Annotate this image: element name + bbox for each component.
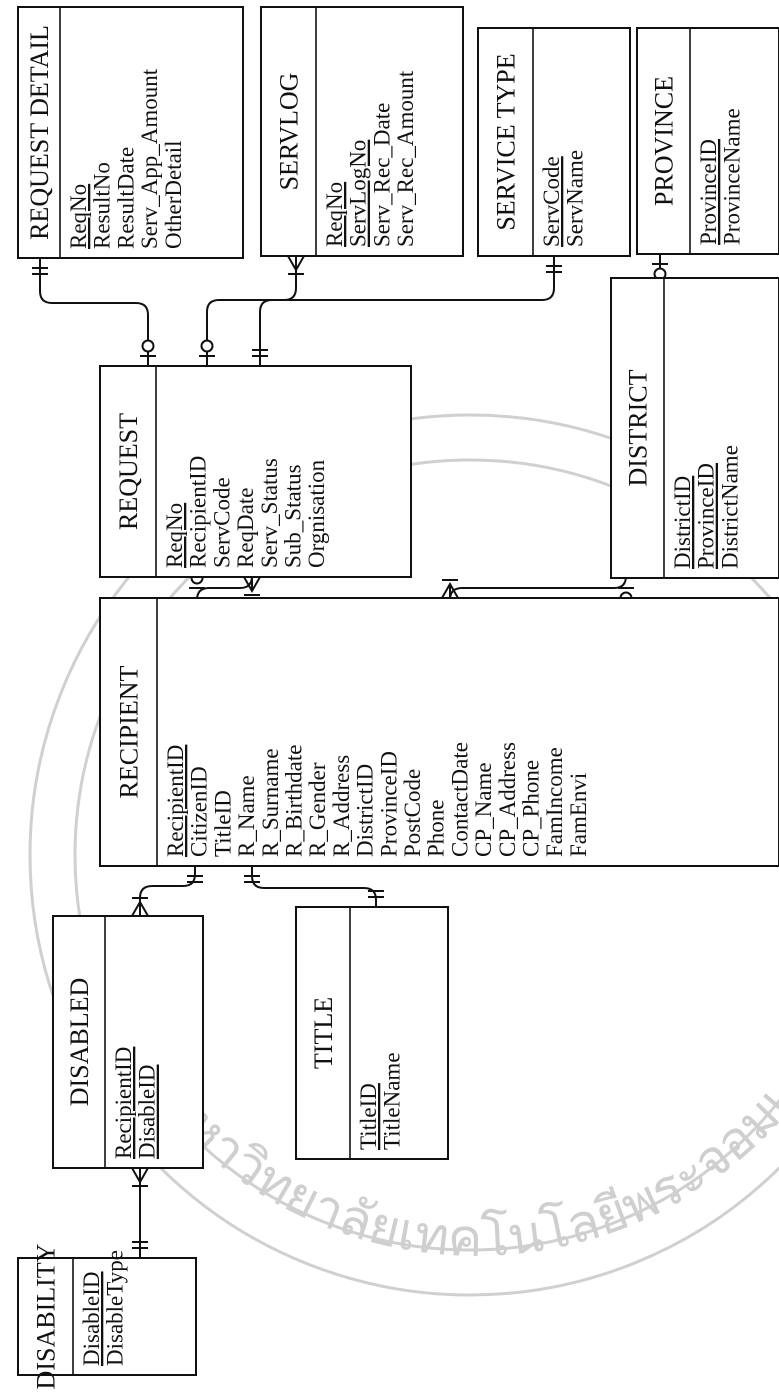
entity-attribute: DistrictID bbox=[353, 764, 378, 857]
entity-attribute: Orgnisation bbox=[304, 459, 329, 568]
entity-attribute: CP_Name bbox=[471, 762, 496, 857]
entity-title: DISTRICT bbox=[624, 369, 653, 486]
entity-title: DISABLED bbox=[65, 978, 94, 1107]
entity-attribute: DisableID bbox=[79, 1271, 104, 1366]
cardinality-zero-circle bbox=[202, 341, 213, 352]
entity-attribute: CitizenID bbox=[187, 766, 212, 857]
entity-attribute: Serv_Status bbox=[257, 458, 282, 568]
entity-attribute: Phone bbox=[424, 800, 449, 858]
entity-attribute: FamIncome bbox=[542, 747, 567, 857]
entity-title: PROVINCE bbox=[650, 76, 679, 206]
entity-title: SERVLOG bbox=[275, 73, 304, 191]
entity-attribute: R_Surname bbox=[258, 748, 283, 857]
entity-request: REQUEST ReqNoRecipientIDServCodeReqDateSe… bbox=[100, 366, 411, 577]
entity-attribute: R_Gender bbox=[305, 762, 330, 857]
relationship-line bbox=[40, 258, 148, 366]
entity-attribute: ContactDate bbox=[447, 742, 472, 857]
entity-title: RECIPIENT bbox=[115, 665, 144, 798]
cardinality-zero-circle bbox=[143, 341, 154, 352]
entity-title: TITLE bbox=[309, 997, 338, 1069]
entity-attribute: DisableType bbox=[103, 1250, 128, 1366]
relationship-line bbox=[252, 866, 376, 907]
entity-title: REQUEST DETAIL bbox=[25, 25, 54, 240]
entity-attribute: ReqNo bbox=[322, 182, 347, 247]
entity-attribute: ProvinceID bbox=[376, 751, 401, 857]
entity-attribute: FamEnvi bbox=[566, 773, 591, 857]
entity-request-detail: REQUEST DETAIL ReqNoResultNoResultDateSer… bbox=[18, 7, 243, 258]
entity-attribute: Serv_Rec_Amount bbox=[393, 70, 418, 247]
entity-recipient: RECIPIENT RecipientIDCitizenIDTitleIDR_Na… bbox=[100, 598, 779, 866]
entity-title: DISABILITY bbox=[32, 1243, 61, 1389]
entity-attribute: ReqDate bbox=[233, 488, 258, 568]
relationship-servlog-request bbox=[199, 256, 304, 366]
entity-attribute: ServCode bbox=[539, 156, 564, 247]
entity-attribute: ReqNo bbox=[162, 503, 187, 568]
entity-attribute: TitleID bbox=[210, 790, 235, 857]
relationship-recipient-title bbox=[244, 866, 384, 907]
entity-attribute: ProvinceID bbox=[694, 463, 719, 569]
entity-attribute: DistrictID bbox=[670, 476, 695, 569]
entity-attribute: RecipientID bbox=[111, 1047, 136, 1159]
relationship-service-type-request bbox=[252, 256, 562, 366]
entity-attribute: OtherDetail bbox=[161, 140, 186, 249]
relationship-request-detail-request bbox=[32, 258, 156, 366]
relationship-line bbox=[140, 866, 195, 916]
entity-attribute: CP_Phone bbox=[519, 760, 544, 857]
entity-attribute: ReqNo bbox=[66, 184, 91, 249]
entity-attribute: ServCode bbox=[209, 477, 234, 568]
entity-attribute: PostCode bbox=[400, 769, 425, 857]
entity-attribute: ProvinceName bbox=[720, 108, 745, 245]
entity-servlog: SERVLOG ReqNoServLogNoServ_Rec_DateServ_R… bbox=[261, 7, 463, 256]
entity-attribute: RecipientID bbox=[163, 745, 188, 857]
entity-attribute: R_Name bbox=[234, 775, 259, 857]
entity-title: REQUEST bbox=[114, 413, 143, 530]
entity-attribute: ResultDate bbox=[113, 147, 138, 249]
entity-attribute: Serv_Rec_Date bbox=[369, 103, 394, 247]
entity-attribute: DisableID bbox=[135, 1064, 160, 1159]
entity-attribute: TitleName bbox=[380, 1052, 405, 1150]
entity-title: SERVICE TYPE bbox=[492, 53, 521, 230]
entity-attribute: ServName bbox=[563, 150, 588, 247]
entity-attribute: RecipientID bbox=[186, 456, 211, 568]
entity-attribute: R_Birthdate bbox=[282, 745, 307, 857]
relationship-line bbox=[197, 576, 252, 600]
entity-attribute: ServLogNo bbox=[346, 140, 371, 247]
entity-attribute: CP_Address bbox=[495, 742, 520, 857]
relationship-line bbox=[450, 576, 626, 600]
entity-attribute: Serv_App_Amount bbox=[137, 68, 162, 249]
relationship-disabled-disability bbox=[132, 1168, 148, 1258]
entity-attribute: ProvinceID bbox=[696, 139, 721, 245]
entity-attribute: DistrictName bbox=[717, 445, 742, 569]
relationship-line bbox=[207, 256, 296, 366]
entity-attribute: TitleID bbox=[356, 1083, 381, 1150]
entity-attribute: Sub_Status bbox=[281, 464, 306, 568]
entity-attribute: ResultNo bbox=[90, 162, 115, 249]
relationship-line bbox=[260, 256, 554, 366]
entity-attribute: R_Address bbox=[329, 755, 354, 857]
relationship-recipient-disabled bbox=[132, 866, 203, 916]
